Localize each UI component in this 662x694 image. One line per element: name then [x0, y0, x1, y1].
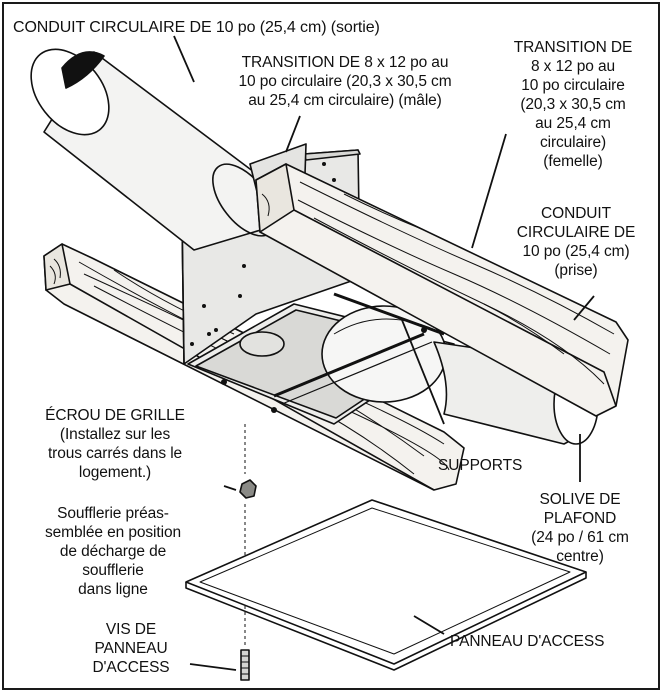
- label-ceiling-joist: SOLIVE DE PLAFOND (24 po / 61 cm centre): [531, 491, 629, 565]
- grille-nut-icon: [239, 479, 257, 499]
- label-blower: Soufflerie préas- semblée en position de…: [45, 505, 181, 598]
- label-outlet-duct: CONDUIT CIRCULAIRE DE 10 po (25,4 cm) (s…: [13, 19, 380, 36]
- leader-lines: [173, 35, 595, 671]
- label-transition-male: TRANSITION DE 8 x 12 po au 10 po circula…: [238, 54, 452, 109]
- label-supports: SUPPORTS: [438, 457, 523, 474]
- label-grille-nut: ÉCROU DE GRILLE (Installez sur les trous…: [45, 407, 185, 481]
- label-transition-female: TRANSITION DE 8 x 12 po au 10 po circula…: [513, 39, 633, 170]
- installation-illustration: [30, 35, 629, 681]
- access-screw-icon: [240, 649, 250, 681]
- access-panel: [185, 499, 587, 671]
- label-access-panel: PANNEAU D'ACCESS: [450, 633, 605, 650]
- right-ceiling-joist: [255, 163, 629, 417]
- label-access-screw: VIS DE PANNEAU D'ACCESS: [92, 621, 170, 676]
- label-inlet-duct: CONDUIT CIRCULAIRE DE 10 po (25,4 cm) (p…: [516, 205, 636, 279]
